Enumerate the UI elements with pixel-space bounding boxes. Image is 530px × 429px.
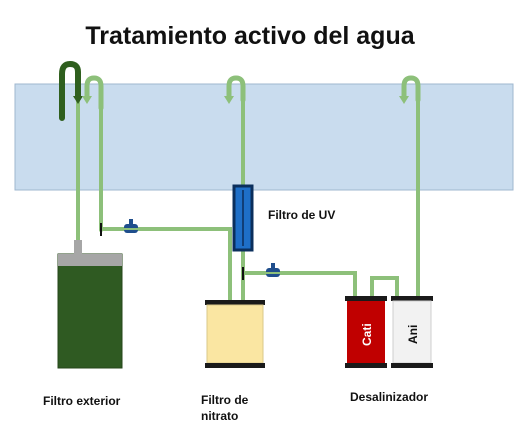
arrow-down-icon <box>224 96 234 104</box>
valve-icon <box>264 263 282 277</box>
pipe-network <box>76 86 420 302</box>
u-pipe-icon <box>59 60 81 121</box>
anion-column <box>391 296 433 368</box>
arrow-down-icon <box>82 96 92 104</box>
desalinator-label: Desalinizador <box>350 390 428 404</box>
branch-pipe-to-nitrate <box>99 227 232 302</box>
cation-column-label: Cati <box>360 323 374 346</box>
uv-filter-label: Filtro de UV <box>268 208 335 222</box>
u-pipe-icon <box>226 75 246 103</box>
pipe-to-desalinator <box>243 271 357 298</box>
external-filter <box>57 240 123 369</box>
nitrate-filter-label-line2: nitrato <box>201 409 238 423</box>
anion-column-label: Ani <box>406 325 420 344</box>
arrow-down-icon <box>399 96 409 104</box>
external-filter-label: Filtro exterior <box>43 394 121 408</box>
u-pipe-icon <box>401 75 421 103</box>
aquarium-water <box>14 83 514 191</box>
cation-column <box>345 296 387 368</box>
diagram-title: Tratamiento activo del agua <box>85 22 415 50</box>
cation-anion-link-pipe <box>370 276 399 298</box>
arrow-down-icon <box>73 96 83 104</box>
u-pipe-icon <box>84 75 104 111</box>
nitrate-filter <box>205 300 265 368</box>
uv-filter <box>232 184 254 252</box>
valve-icon <box>122 219 140 233</box>
nitrate-filter-label-line1: Filtro de <box>201 393 249 407</box>
